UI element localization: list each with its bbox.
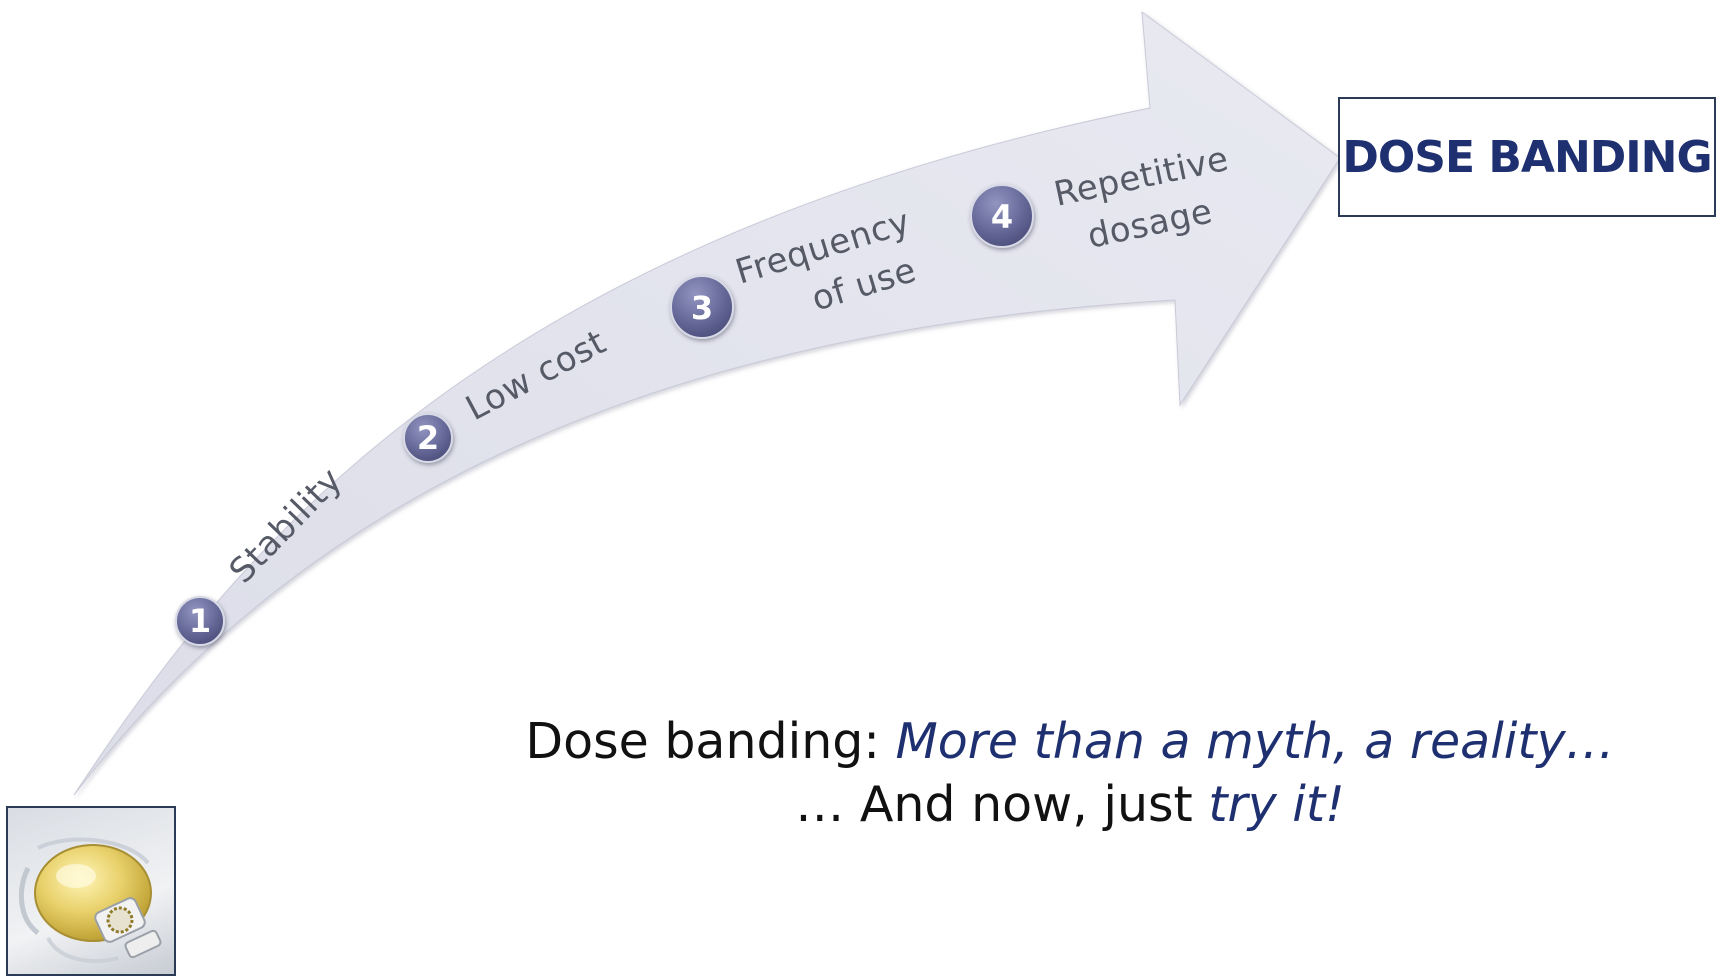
step-4-badge: 4: [970, 184, 1034, 248]
tagline-line-1-emphasis: More than a myth, a reality…: [895, 713, 1615, 770]
infusion-bag-image: [6, 806, 176, 976]
progress-arrow: [73, 10, 1341, 796]
step-3-badge: 3: [670, 275, 734, 339]
tagline-line-2-emphasis: try it!: [1208, 776, 1345, 833]
target-box: DOSE BANDING: [1338, 97, 1716, 217]
tagline: Dose banding: More than a myth, a realit…: [440, 710, 1700, 836]
step-2-badge: 2: [403, 413, 453, 463]
step-number: 3: [691, 289, 713, 327]
step-number: 2: [417, 419, 439, 457]
step-number: 4: [991, 198, 1013, 236]
tagline-line-2-plain: … And now, just: [795, 776, 1209, 833]
tagline-line-1-plain: Dose banding:: [525, 713, 896, 770]
tagline-line-2: … And now, just try it!: [440, 773, 1700, 836]
target-label: DOSE BANDING: [1342, 131, 1712, 183]
tagline-line-1: Dose banding: More than a myth, a realit…: [440, 710, 1700, 773]
step-number: 1: [189, 602, 211, 640]
infusion-bag-icon: [18, 837, 162, 963]
step-1-badge: 1: [175, 596, 225, 646]
